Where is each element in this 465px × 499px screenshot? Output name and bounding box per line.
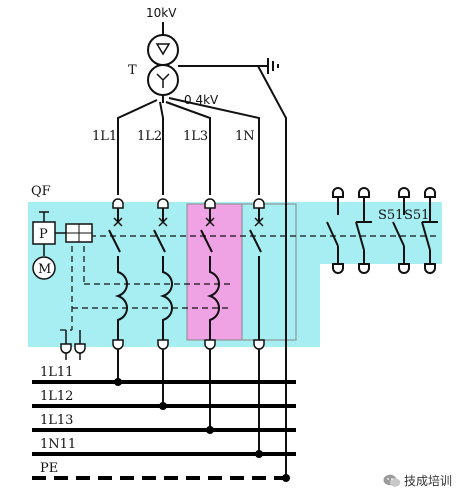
aux-label-1: S51 bbox=[378, 208, 403, 223]
breaker-poles bbox=[108, 208, 264, 344]
bottom-terminals bbox=[112, 339, 265, 350]
top-terminals bbox=[112, 198, 265, 209]
bus-label-1l13: 1L13 bbox=[40, 413, 73, 428]
motor-label: M bbox=[38, 262, 51, 277]
breaker-label: QF bbox=[31, 184, 51, 199]
aux-contact-housing bbox=[320, 202, 442, 264]
transformer bbox=[147, 22, 179, 103]
phase-label-1n: 1N bbox=[235, 129, 255, 144]
bus-label-pe: PE bbox=[40, 461, 58, 476]
transformer-label: T bbox=[128, 63, 137, 78]
watermark-text: 技成培训 bbox=[404, 474, 453, 488]
aux-contacts bbox=[326, 187, 438, 274]
phase-l3-highlight bbox=[186, 203, 243, 341]
motor-m: M bbox=[32, 256, 56, 280]
phase-feeders bbox=[117, 97, 260, 195]
phase-label-1l2: 1L2 bbox=[137, 129, 162, 144]
operator-p: P bbox=[32, 211, 93, 256]
watermark: 技成培训 bbox=[383, 472, 452, 489]
neutral-pole-box bbox=[241, 203, 297, 341]
bus-junctions bbox=[114, 378, 290, 482]
phase-label-1l1: 1L1 bbox=[92, 129, 117, 144]
voltage-10kv: 10kV bbox=[146, 6, 177, 20]
mechanical-linkage bbox=[60, 235, 436, 331]
phase-label-1l3: 1L3 bbox=[183, 129, 208, 144]
bus-label-1l12: 1L12 bbox=[40, 389, 73, 404]
ground-connection bbox=[178, 58, 287, 340]
bus-label-1n11: 1N11 bbox=[40, 437, 76, 452]
aux-label-2: S51 bbox=[404, 208, 429, 223]
aux-terminals bbox=[60, 330, 86, 360]
operator-label: P bbox=[39, 227, 48, 242]
bus-label-1l11: 1L11 bbox=[40, 365, 73, 380]
wechat-icon bbox=[383, 474, 401, 487]
